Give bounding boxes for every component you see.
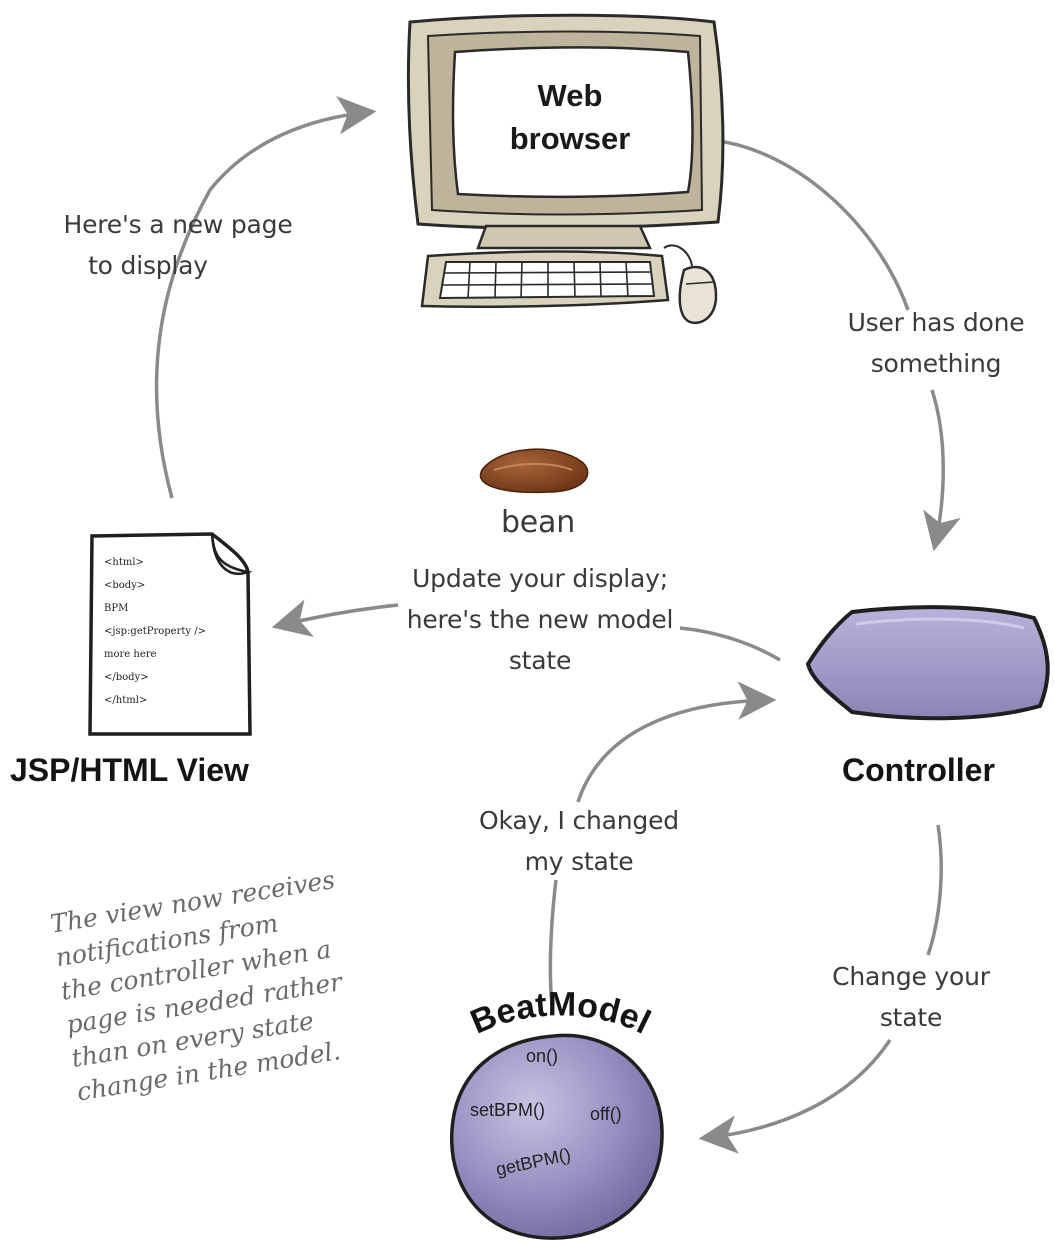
controller-title: Controller [842, 752, 995, 788]
label-update-display-line3: state [508, 646, 572, 675]
keyboard-illustration [420, 250, 670, 308]
svg-text:BeatModel: BeatModel [465, 985, 656, 1041]
method-off: off() [590, 1104, 622, 1124]
jsp-code-line: <jsp:getProperty /> [104, 626, 206, 637]
label-changed-state: Okay, I changed my state [464, 800, 694, 882]
beatmodel-title-text: BeatModel [465, 985, 656, 1041]
label-user-action-line2: something [870, 349, 1002, 378]
label-change-state-line2: state [879, 1003, 943, 1032]
jsp-code-line: <html> [104, 557, 144, 568]
view-title: JSP/HTML View [10, 752, 249, 788]
label-update-display: Update your display; here's the new mode… [390, 558, 690, 681]
jsp-page-icon [88, 532, 253, 736]
jsp-code-line: </html> [104, 695, 148, 706]
label-new-page: Here's a new page to display [58, 204, 298, 286]
mouse-illustration [663, 244, 718, 325]
jsp-code-line: <body> [104, 580, 146, 591]
arrow-changed-state-bottom [548, 879, 558, 1006]
jsp-code-line: BPM [104, 603, 129, 614]
arrow-update-display-right [679, 626, 781, 662]
label-update-display-line1: Update your display; [412, 564, 668, 593]
label-user-action-line1: User has done [847, 308, 1025, 337]
jsp-code-line: more here [104, 649, 157, 660]
monitor-illustration [406, 13, 725, 250]
bean-icon [479, 448, 589, 494]
browser-screen-label-line1: Web [537, 78, 603, 113]
bean-label: bean [500, 505, 576, 540]
arrow-change-state-top [926, 824, 943, 956]
arrow-change-state-bottom [698, 1039, 892, 1154]
label-change-state: Change your state [826, 956, 996, 1038]
label-update-display-line2: here's the new model [406, 605, 674, 634]
label-change-state-line1: Change your [832, 962, 990, 991]
method-set-bpm: setBPM() [470, 1100, 546, 1120]
browser-screen-label-line2: browser [509, 121, 631, 156]
label-changed-state-line1: Okay, I changed [479, 806, 679, 835]
controller-icon [805, 605, 1050, 721]
arrow-user-action-bottom [923, 389, 961, 552]
beatmodel-title: BeatModel [465, 985, 656, 1041]
method-on: on() [526, 1046, 559, 1066]
arrow-update-display-left [271, 599, 399, 637]
beatmodel-sphere [450, 1033, 664, 1240]
label-changed-state-line2: my state [524, 847, 634, 876]
jsp-code-line: </body> [104, 672, 149, 683]
arrow-changed-state-top [576, 681, 777, 803]
label-new-page-line1: Here's a new page [63, 210, 293, 239]
label-new-page-line2: to display [88, 251, 208, 280]
label-user-action: User has done something [836, 302, 1036, 384]
arrow-user-action-top [711, 138, 910, 311]
arrow-new-page [154, 96, 377, 499]
